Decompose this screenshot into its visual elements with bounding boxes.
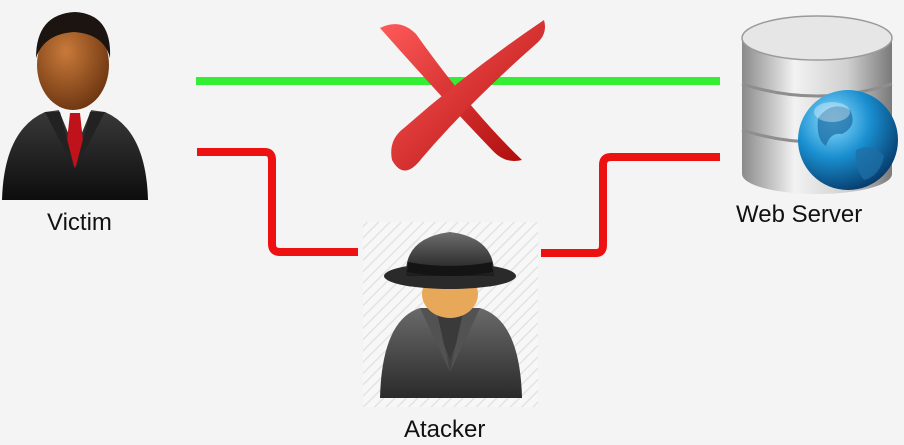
- red-x-icon: [380, 20, 545, 171]
- intercepted-path-server-side: [541, 157, 720, 253]
- intercepted-path-victim-side: [197, 152, 358, 252]
- businessman-icon: [2, 12, 148, 200]
- victim-label: Victim: [47, 209, 112, 237]
- web-server-label: Web Server: [736, 201, 862, 229]
- spy-hat-icon: [363, 222, 538, 407]
- attacker-label: Atacker: [404, 416, 485, 444]
- database-globe-icon: [742, 16, 898, 194]
